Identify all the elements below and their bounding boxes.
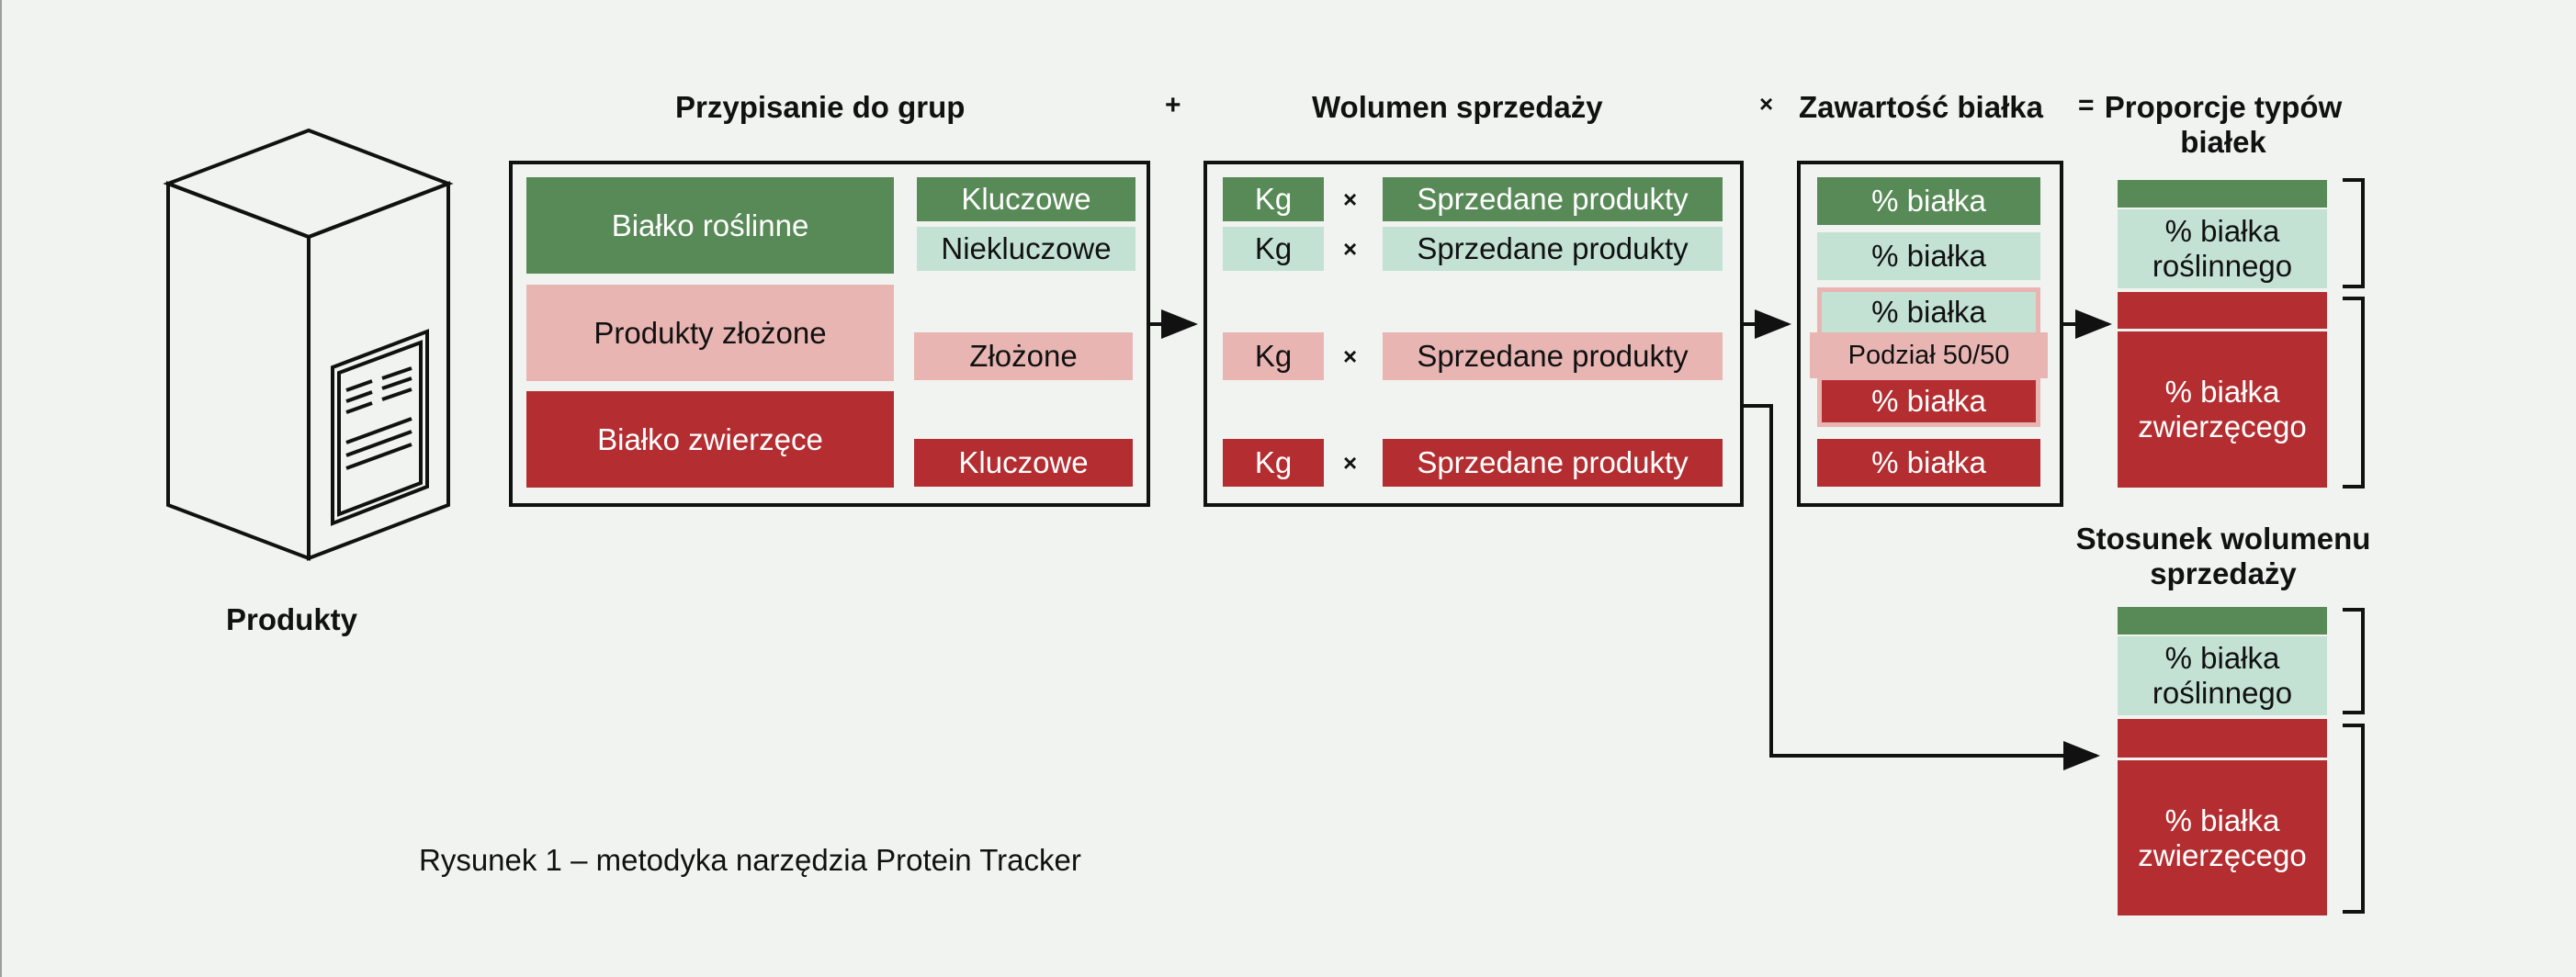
kg-key-animal: Kg [1223, 439, 1324, 487]
result1-animal-top-bar [2118, 292, 2327, 329]
result2-animal-top-bar [2118, 719, 2327, 758]
kg-composite: Kg [1223, 332, 1324, 380]
group-assignment-panel [509, 161, 1150, 507]
bracket-animal-1 [2343, 297, 2365, 488]
frame-border [0, 0, 2, 977]
split-5050: Podział 50/50 [1810, 332, 2048, 378]
header-volume-ratio: Stosunek wolumenu sprzedaży [2075, 522, 2371, 590]
bracket-plant-2 [2343, 608, 2365, 714]
kg-nonkey-plant: Kg [1223, 227, 1324, 271]
result1-plant-key-bar [2118, 180, 2327, 208]
group-plant: Białko roślinne [526, 177, 894, 274]
arrow-to-volume-ratio [1744, 404, 2100, 770]
result2-plant-key-bar [2118, 607, 2327, 634]
products-label: Produkty [226, 602, 358, 636]
header-sales-volume: Wolumen sprzedaży [1312, 90, 1603, 124]
result1-plant-pct: % białka roślinnego [2118, 209, 2327, 288]
kg-key-plant: Kg [1223, 177, 1324, 221]
header-protein-content: Zawartość białka [1799, 90, 2043, 124]
group-composite: Produkty złożone [526, 285, 894, 381]
sales-volume-panel [1203, 161, 1744, 507]
protein-nonkey-plant: % białka [1817, 232, 2040, 280]
times-sign-3: × [1343, 343, 1358, 370]
equals-operator: = [2078, 90, 2095, 120]
times-sign-1: × [1343, 185, 1358, 213]
result1-animal-pct: % białka zwierzęcego [2118, 331, 2327, 488]
bracket-plant-1 [2343, 178, 2365, 288]
protein-content-panel [1797, 161, 2063, 507]
sold-composite: Sprzedane produkty [1383, 332, 1723, 380]
subgroup-nonkey-plant: Niekluczowe [917, 227, 1135, 271]
group-animal: Białko zwierzęce [526, 391, 894, 488]
times-sign-4: × [1343, 449, 1358, 477]
header-protein-proportions: Proporcje typów białek [2104, 90, 2343, 159]
result2-plant-pct: % białka roślinnego [2118, 636, 2327, 715]
protein-composite-animal: % białka [1822, 380, 2036, 422]
protein-key-plant: % białka [1817, 177, 2040, 225]
subgroup-key-plant: Kluczowe [917, 177, 1135, 221]
times-operator: × [1759, 90, 1774, 118]
bracket-animal-2 [2343, 724, 2365, 914]
sold-key-plant: Sprzedane produkty [1383, 177, 1723, 221]
times-sign-2: × [1343, 235, 1358, 263]
protein-composite-plant: % białka [1822, 292, 2036, 332]
subgroup-composite: Złożone [914, 332, 1133, 380]
figure-caption: Rysunek 1 – metodyka narzędzia Protein T… [419, 843, 1081, 877]
sold-nonkey-plant: Sprzedane produkty [1383, 227, 1723, 271]
sold-key-animal: Sprzedane produkty [1383, 439, 1723, 487]
header-group-assignment: Przypisanie do grup [675, 90, 966, 124]
protein-key-animal: % białka [1817, 439, 2040, 487]
result2-animal-pct: % białka zwierzęcego [2118, 760, 2327, 915]
plus-operator: + [1165, 90, 1181, 120]
subgroup-key-animal: Kluczowe [914, 439, 1133, 487]
